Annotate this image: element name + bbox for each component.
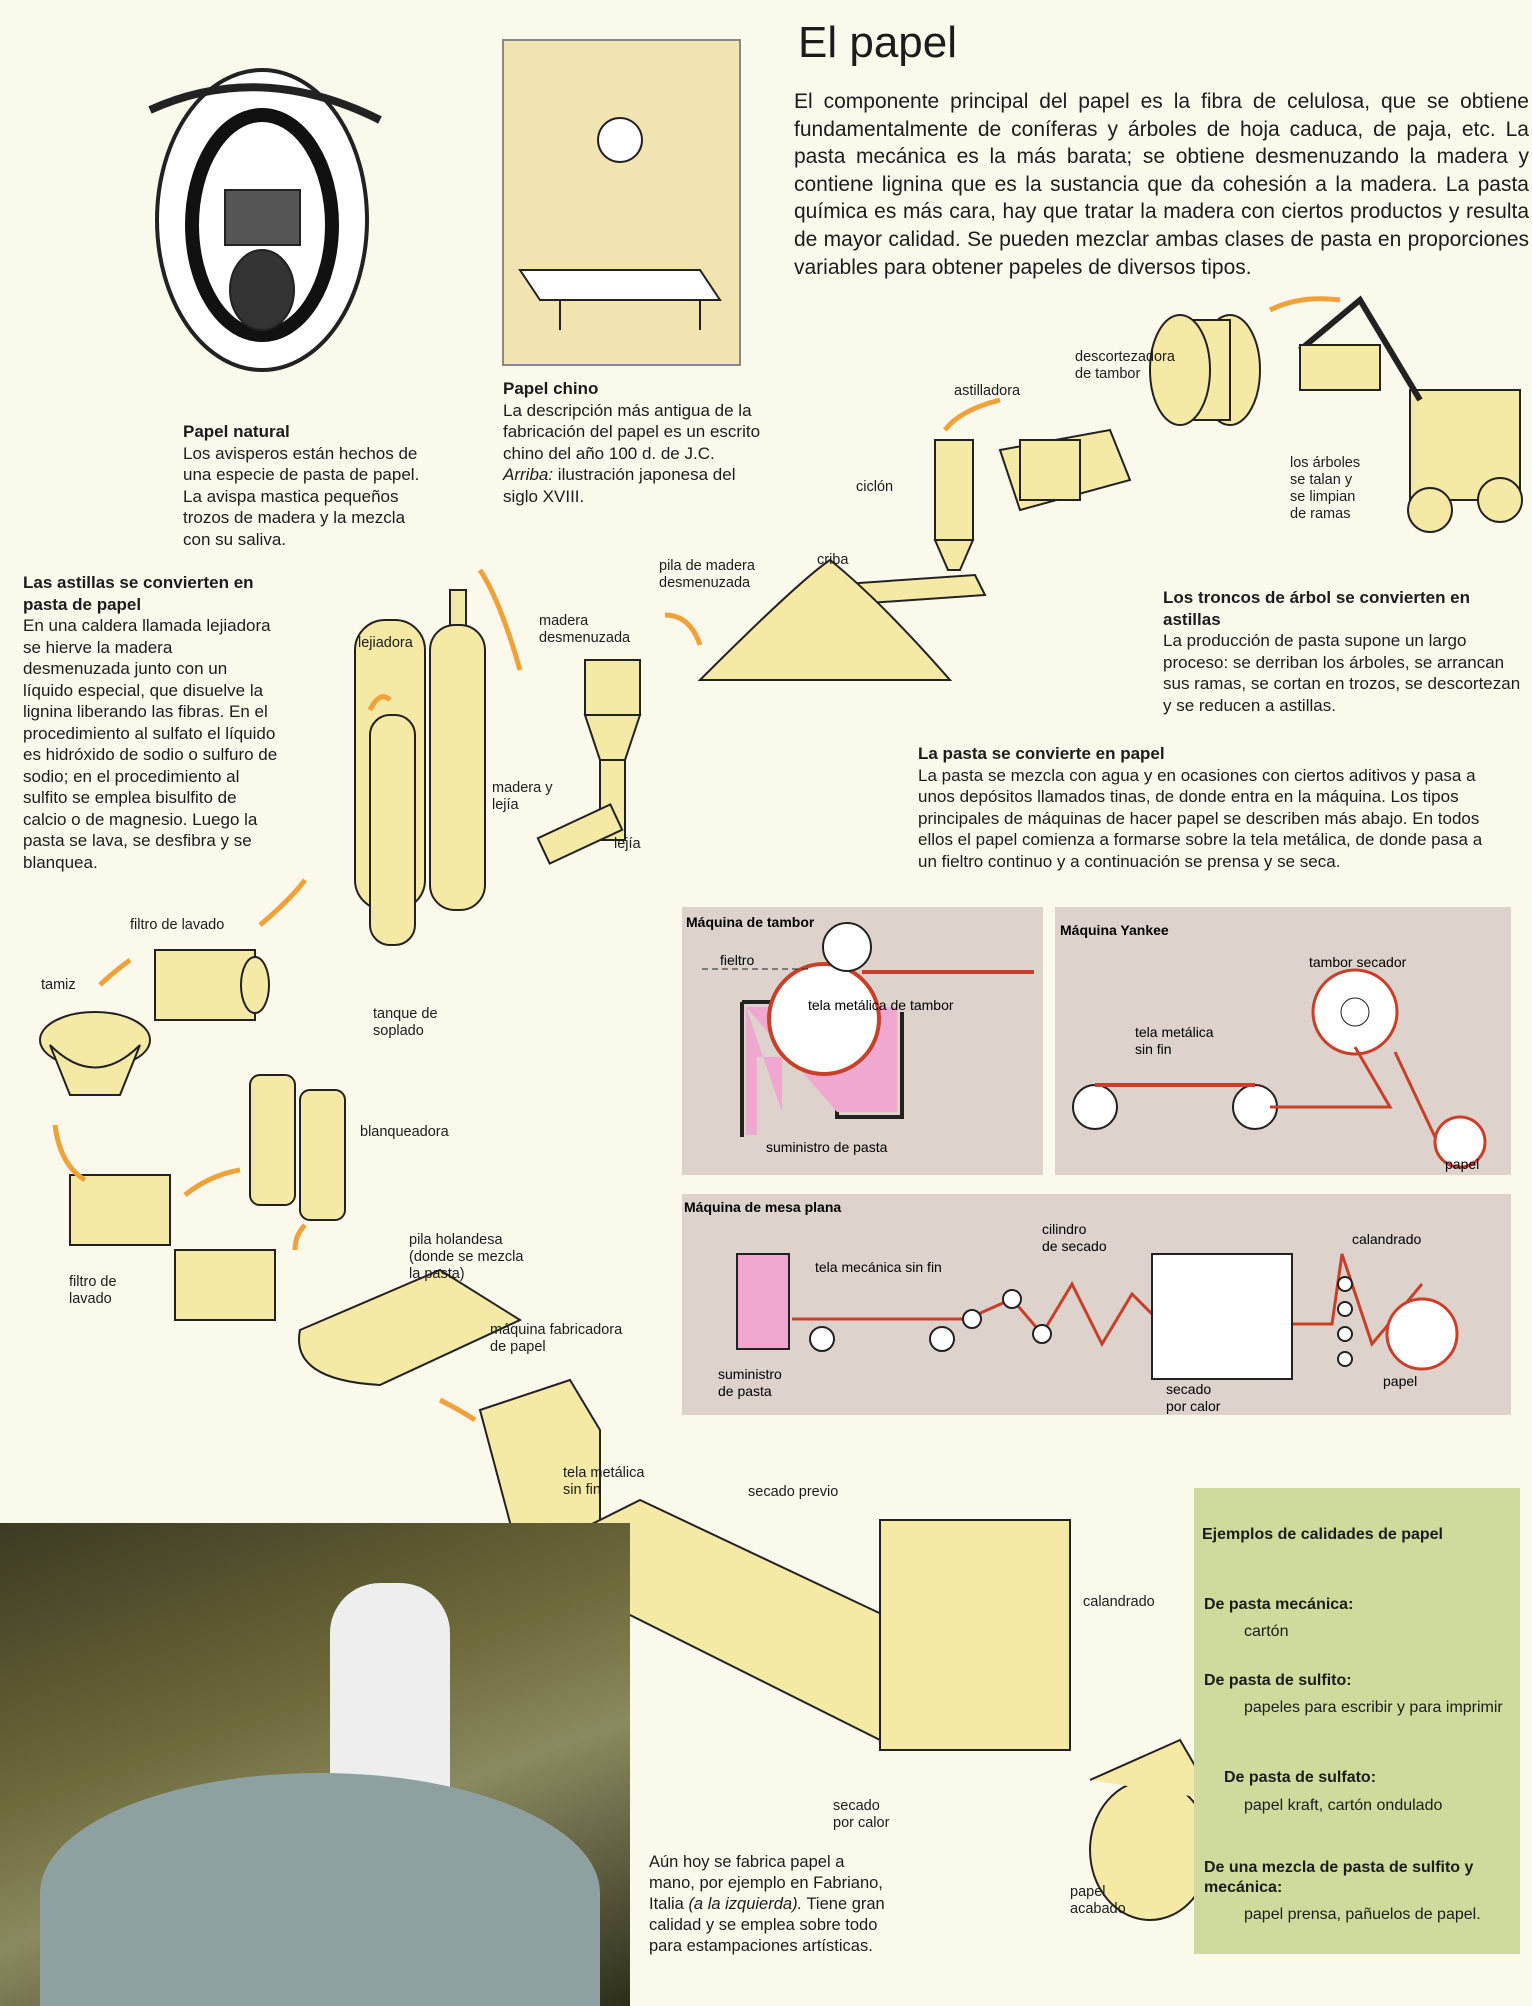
example-value: cartón	[1244, 1623, 1289, 1640]
hollander-illustration	[298, 1268, 523, 1387]
examples-box: Ejemplos de calidades de papel De pasta …	[1194, 1488, 1520, 1954]
example-type: De pasta mecánica:	[1204, 1596, 1354, 1613]
label-blanqueadora: blanqueadora	[360, 1124, 449, 1140]
caption-heading: Las astillas se convierten en pasta de p…	[23, 573, 254, 614]
label-madera-lejia: madera y lejía	[492, 780, 553, 813]
label-line: suministro	[718, 1366, 782, 1382]
caption-troncos: Los troncos de árbol se convierten en as…	[1163, 587, 1528, 716]
label-pila-holandesa: pila holandesa (donde se mezcla la pasta…	[409, 1232, 524, 1282]
label-tela-tambor: tela metálica de tambor	[808, 997, 954, 1013]
label-astilladora: astilladora	[954, 383, 1021, 399]
wasp-nest-illustration	[148, 68, 382, 372]
cyclone-illustration	[828, 439, 987, 607]
process-arrows	[52, 296, 1341, 1423]
label-papel-acabado: papel acabado	[1070, 1884, 1126, 1917]
label-line: de pasta	[718, 1383, 772, 1399]
panel-title: Máquina Yankee	[1060, 922, 1169, 938]
caption-body: En una caldera llamada lejiadora se hier…	[23, 616, 278, 872]
vat-figure	[40, 1773, 600, 2006]
caption-papel-natural: Papel natural Los avisperos están hechos…	[183, 421, 433, 550]
panel-maquina-tambor: Máquina de tambor fieltro tela metálica …	[682, 907, 1043, 1175]
example-value: papeles para escribir y para imprimir	[1244, 1699, 1503, 1716]
tractor-illustration	[1298, 295, 1523, 533]
label-madera-desmenuzada: madera desmenuzada	[539, 613, 631, 646]
label-secado-calor: secado por calor	[833, 1798, 890, 1831]
panel-maquina-mesa-plana: Máquina de mesa plana tela mecánica sin …	[682, 1194, 1511, 1415]
caption-heading: Los troncos de árbol se convierten en as…	[1163, 588, 1471, 629]
example-type: De una mezcla de pasta de sulfito y mecá…	[1204, 1859, 1474, 1896]
label-papel: papel	[1445, 1156, 1479, 1172]
label-lejia: lejía	[614, 836, 641, 852]
label-pila-madera: pila de madera desmenuzada	[659, 558, 755, 591]
caption-body: La producción de pasta supone un largo p…	[1163, 631, 1521, 715]
label-line: por calor	[1166, 1398, 1221, 1414]
label-tela-sin-fin: tela metálica sin fin	[563, 1465, 645, 1498]
chipper-illustration	[998, 428, 1132, 512]
caption-heading: La pasta se convierte en papel	[918, 744, 1165, 763]
caption-emphasis: (a la izquierda).	[688, 1895, 803, 1913]
label-calandrado: calandrado	[1352, 1231, 1421, 1247]
wood-pile-illustration	[697, 558, 953, 681]
label-suministro: suministro de pasta	[766, 1139, 888, 1155]
label-tanque-soplado: tanque de soplado	[373, 1006, 438, 1039]
label-lejiadora: lejiadora	[358, 635, 413, 651]
caption-heading: Papel chino	[503, 379, 599, 398]
label-descortezadora: descortezadora de tambor	[1075, 349, 1175, 382]
caption-papel-chino: Papel chino La descripción más antigua d…	[503, 378, 763, 507]
label-criba: criba	[817, 552, 849, 568]
caption-body: Los avisperos están hechos de una especi…	[183, 443, 420, 549]
caption-text: Aún hoy se fabrica papel a mano, por eje…	[649, 1853, 883, 1913]
panel-title: Máquina de tambor	[686, 914, 815, 930]
label-line: tela metálica	[1135, 1024, 1214, 1040]
label-line: secado	[1166, 1381, 1211, 1397]
caption-body: La pasta se mezcla con agua y en ocasion…	[918, 765, 1483, 871]
fabriano-caption: Aún hoy se fabrica papel a mano, por eje…	[649, 1852, 889, 1957]
label-arboles: los árboles se talan y se limpian de ram…	[1290, 455, 1361, 522]
japanese-print-illustration	[502, 39, 741, 366]
example-type: De pasta de sulfato:	[1224, 1769, 1377, 1786]
digester-tanks-illustration	[354, 589, 486, 946]
label-tamiz: tamiz	[41, 977, 76, 993]
label-calandrado: calandrado	[1083, 1594, 1155, 1610]
example-value: papel kraft, cartón ondulado	[1244, 1797, 1443, 1814]
example-type: De pasta de sulfito:	[1204, 1672, 1352, 1689]
debarking-drum-illustration	[1149, 314, 1261, 426]
label-fieltro: fieltro	[720, 952, 754, 968]
caption-heading: Papel natural	[183, 422, 290, 441]
label-ciclon: ciclón	[856, 479, 894, 495]
label-line: sin fin	[1135, 1041, 1172, 1057]
page-title: El papel	[798, 18, 958, 67]
paper-machine-illustration	[478, 1378, 1216, 1921]
label-secado-previo: secado previo	[748, 1484, 839, 1500]
caption-body-end: ilustración japonesa del siglo XVIII.	[503, 465, 736, 506]
label-line: cilindro	[1042, 1221, 1087, 1237]
panel-maquina-yankee: Máquina Yankee tambor secador tela metál…	[1055, 907, 1511, 1175]
caption-emphasis: Arriba:	[503, 465, 554, 484]
caption-astillas: Las astillas se convierten en pasta de p…	[23, 572, 278, 873]
label-line: de secado	[1042, 1238, 1107, 1254]
examples-title: Ejemplos de calidades de papel	[1202, 1526, 1443, 1543]
intro-paragraph: El componente principal del papel es la …	[794, 90, 1529, 279]
sieve-bowl-illustration	[39, 1011, 151, 1096]
label-tela-mecanica: tela mecánica sin fin	[815, 1259, 942, 1275]
caption-text-end: Tiene gran calidad y se emplea sobre tod…	[649, 1895, 885, 1955]
papermaker-photo	[0, 1523, 630, 2006]
hopper-illustration	[536, 659, 642, 865]
label-filtro-lavado-2: filtro de lavado	[69, 1274, 117, 1307]
wash-filter-illustration	[69, 949, 276, 1321]
caption-pasta-papel: La pasta se convierte en papel La pasta …	[918, 743, 1498, 872]
label-papel: papel	[1383, 1373, 1417, 1389]
example-value: papel prensa, pañuelos de papel.	[1244, 1906, 1481, 1923]
label-tambor-secador: tambor secador	[1309, 954, 1407, 970]
panel-title: Máquina de mesa plana	[684, 1199, 841, 1215]
label-filtro-lavado: filtro de lavado	[130, 917, 225, 933]
label-maquina-fabricadora: máquina fabricadora de papel	[490, 1322, 623, 1355]
bleaching-towers-illustration	[249, 1074, 346, 1221]
caption-body: La descripción más antigua de la fabrica…	[503, 400, 761, 463]
